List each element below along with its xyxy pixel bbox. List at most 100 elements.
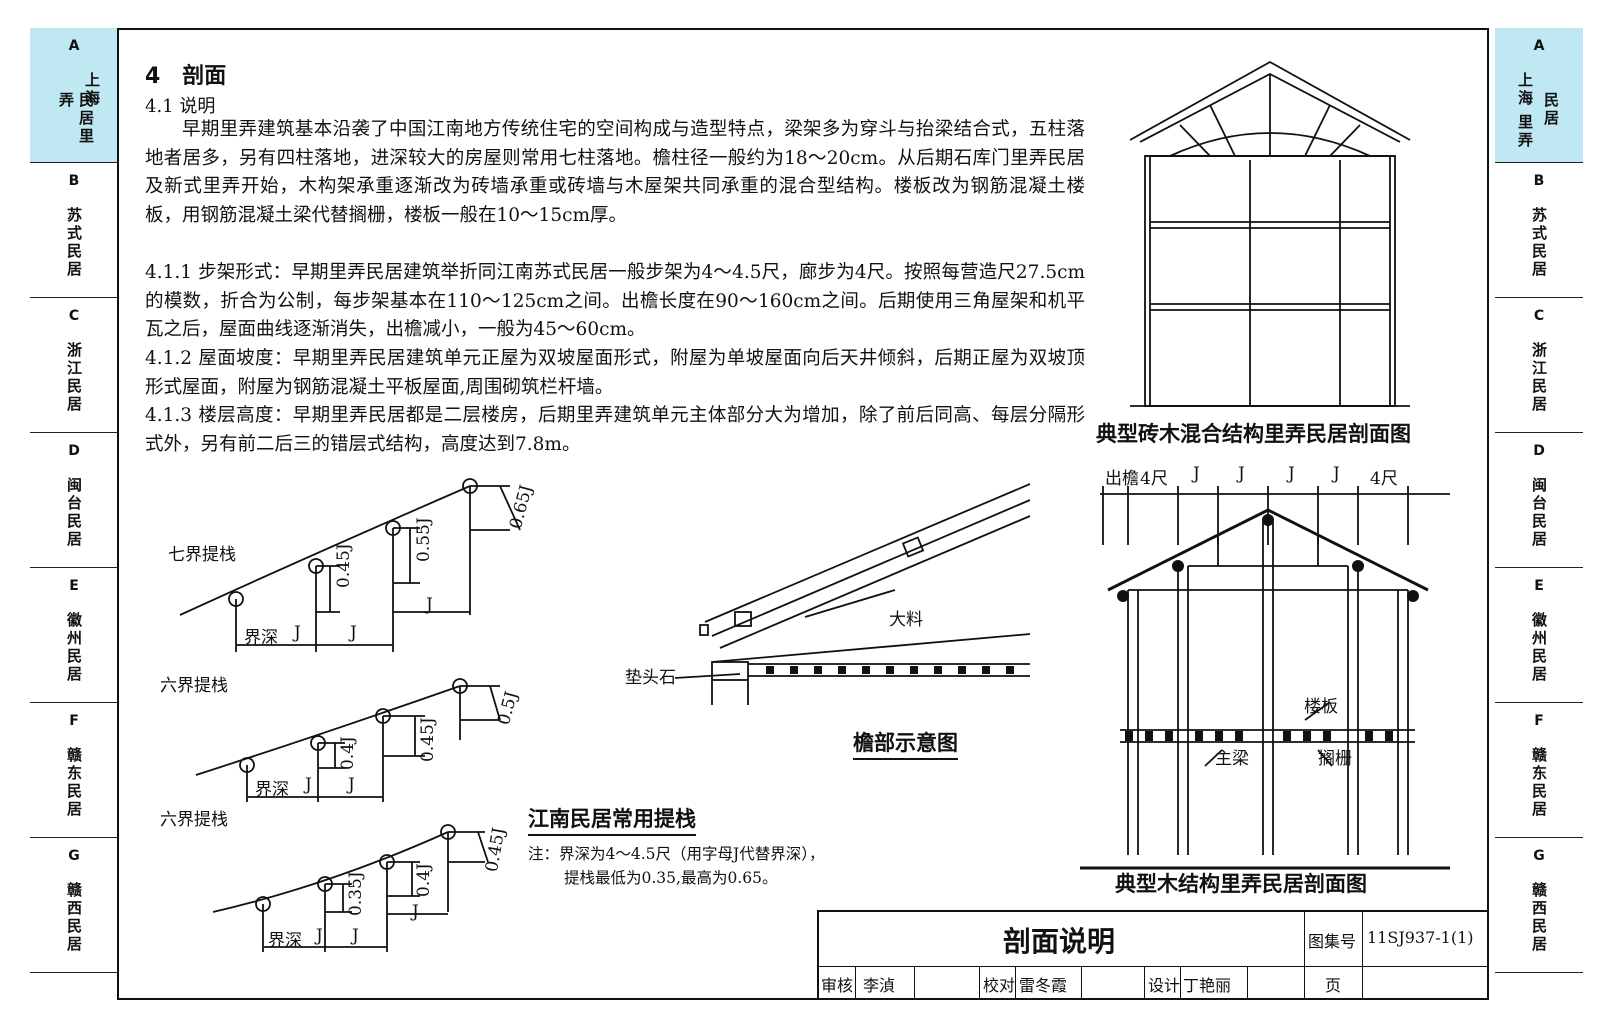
wood-dim-chuyan: 出檐 — [1105, 469, 1139, 489]
brick-section-caption: 典型砖木混合结构里弄民居剖面图 — [1096, 422, 1411, 446]
sidebar-letter: E — [69, 578, 79, 594]
sidebar-item-c[interactable]: C 浙江民居 — [1495, 298, 1583, 433]
sidebar-item-f[interactable]: F 赣东民居 — [30, 703, 118, 838]
drawing-title: 剖面说明 — [1003, 925, 1116, 958]
sidebar-label-col2: 民居 — [1542, 92, 1560, 128]
tizhan-1-title: 七界提栈 — [168, 545, 236, 565]
sidebar-label: 闽台民居 — [1530, 477, 1548, 549]
sidebar-item-g[interactable]: G 赣西民居 — [30, 838, 118, 973]
sidebar-letter: A — [1533, 38, 1545, 54]
sidebar-label: 闽台民居 — [65, 477, 83, 549]
tizhan-2-jiesheng: 界深 — [255, 780, 289, 800]
sidebar-label-col1b: 里弄 — [1516, 114, 1534, 150]
tizhan-1-j2: J — [350, 623, 357, 643]
sidebar-item-d[interactable]: D 闽台民居 — [1495, 433, 1583, 568]
atlas-number: 11SJ937-1(1) — [1367, 928, 1474, 947]
tizhan-1-j1: J — [294, 623, 301, 643]
tizhan-2-j1: J — [305, 775, 312, 795]
sidebar-label: 赣西民居 — [1530, 882, 1548, 954]
sidebar-letter: C — [68, 308, 80, 324]
tizhan-note-1: 注：界深为4～4.5尺（用字母J代替界深）， — [528, 845, 825, 863]
left-sidebar: A 上海 民居里弄 B 苏式民居 C 浙江民居 D 闽台民居 E 徽州民居 F … — [30, 28, 118, 1000]
wood-section-caption: 典型木结构里弄民居剖面图 — [1115, 872, 1367, 896]
drawing-frame — [117, 28, 1489, 1000]
sidebar-letter: D — [68, 443, 80, 459]
sidebar-label: 浙江民居 — [65, 342, 83, 414]
paragraph-4-1-1: 4.1.1 步架形式：早期里弄民居建筑举折同江南苏式民居一般步架为4～4.5尺，… — [145, 262, 1085, 340]
design-label: 设计 — [1148, 976, 1181, 995]
check-label: 校对 — [983, 976, 1016, 995]
reviewer-name: 李湞 — [863, 976, 896, 995]
sidebar-item-b[interactable]: B 苏式民居 — [30, 163, 118, 298]
designer-name: 丁艳丽 — [1183, 976, 1232, 995]
wood-dim-4chi-left: 4尺 — [1140, 469, 1168, 489]
paragraph-intro: 早期里弄建筑基本沿袭了中国江南地方传统住宅的空间构成与造型特点，梁架多为穿斗与抬… — [145, 119, 1085, 226]
sidebar-item-a[interactable]: A 上海 里弄 民居 — [1495, 28, 1583, 163]
eave-caption: 檐部示意图 — [853, 727, 958, 760]
sidebar-item-b[interactable]: B 苏式民居 — [1495, 163, 1583, 298]
sidebar-letter: E — [1534, 578, 1544, 594]
tizhan-caption: 江南民居常用提栈 — [528, 803, 696, 836]
tizhan-3-j2: J — [352, 926, 359, 946]
sidebar-label: 赣东民居 — [1530, 747, 1548, 819]
sidebar-item-e[interactable]: E 徽州民居 — [1495, 568, 1583, 703]
sidebar-letter: B — [1533, 173, 1545, 189]
section-heading: 4 剖面 — [145, 64, 227, 89]
wood-label-louban: 楼板 — [1304, 697, 1338, 717]
checker-name: 雷冬霞 — [1019, 976, 1068, 995]
wood-label-zhuliang: 主梁 — [1215, 749, 1249, 769]
tizhan-1-jiesheng: 界深 — [244, 628, 278, 648]
sidebar-item-a[interactable]: A 上海 民居里弄 — [30, 28, 118, 163]
sidebar-label-col1: 上海 — [1516, 72, 1534, 108]
sidebar-item-c[interactable]: C 浙江民居 — [30, 298, 118, 433]
tizhan-3-jiesheng: 界深 — [268, 931, 302, 951]
sidebar-label: 赣东民居 — [65, 747, 83, 819]
sidebar-label-col1: 上海 — [83, 72, 101, 108]
sidebar-label-col2: 民居里弄 — [57, 92, 95, 146]
eave-label-daliao: 大料 — [889, 610, 923, 630]
tizhan-2-title: 六界提栈 — [160, 676, 228, 696]
wood-dim-j3: J — [1288, 464, 1295, 484]
page-label: 页 — [1325, 976, 1342, 995]
sidebar-letter: B — [68, 173, 80, 189]
right-sidebar: A 上海 里弄 民居 B 苏式民居 C 浙江民居 D 闽台民居 E 徽州民居 F… — [1495, 28, 1583, 1000]
wood-dim-j4: J — [1333, 464, 1340, 484]
wood-dim-4chi-right: 4尺 — [1370, 469, 1398, 489]
sidebar-letter: F — [1534, 713, 1544, 729]
review-label: 审核 — [821, 976, 854, 995]
sidebar-item-e[interactable]: E 徽州民居 — [30, 568, 118, 703]
sidebar-letter: A — [68, 38, 80, 54]
tizhan-note-2: 提栈最低为0.35,最高为0.65。 — [564, 869, 778, 887]
tizhan-2-j2: J — [348, 775, 355, 795]
wood-label-gezha: 搁栅 — [1318, 749, 1352, 769]
sidebar-label: 徽州民居 — [65, 612, 83, 684]
tizhan-1-j3: J — [426, 595, 433, 615]
paragraph-4-1-2: 4.1.2 屋面坡度：早期里弄民居建筑单元正屋为双坡屋面形式，附屋为单坡屋面向后… — [145, 348, 1085, 398]
tizhan-3-j1: J — [316, 926, 323, 946]
eave-label-diantoushi: 垫头石 — [625, 668, 676, 688]
tizhan-3-title: 六界提栈 — [160, 810, 228, 830]
wood-dim-j1: J — [1193, 464, 1200, 484]
sidebar-item-d[interactable]: D 闽台民居 — [30, 433, 118, 568]
atlas-label: 图集号 — [1308, 932, 1357, 951]
sidebar-letter: G — [1533, 848, 1545, 864]
sidebar-item-g[interactable]: G 赣西民居 — [1495, 838, 1583, 973]
wood-dim-j2: J — [1238, 464, 1245, 484]
sidebar-label: 赣西民居 — [65, 882, 83, 954]
sidebar-label: 浙江民居 — [1530, 342, 1548, 414]
paragraph-4-1-3: 4.1.3 楼层高度：早期里弄民居都是二层楼房，后期里弄建筑单元主体部分大为增加… — [145, 405, 1085, 455]
title-block: 剖面说明 图集号 11SJ937-1(1) 审核 李湞 校对 雷冬霞 设计 丁艳… — [817, 910, 1487, 1000]
sidebar-letter: G — [68, 848, 80, 864]
sidebar-label: 徽州民居 — [1530, 612, 1548, 684]
sidebar-letter: F — [69, 713, 79, 729]
tizhan-3-j3: J — [412, 902, 419, 922]
sidebar-item-f[interactable]: F 赣东民居 — [1495, 703, 1583, 838]
section-subheading: 4.1 说明 — [145, 96, 216, 117]
sidebar-label: 苏式民居 — [65, 207, 83, 279]
